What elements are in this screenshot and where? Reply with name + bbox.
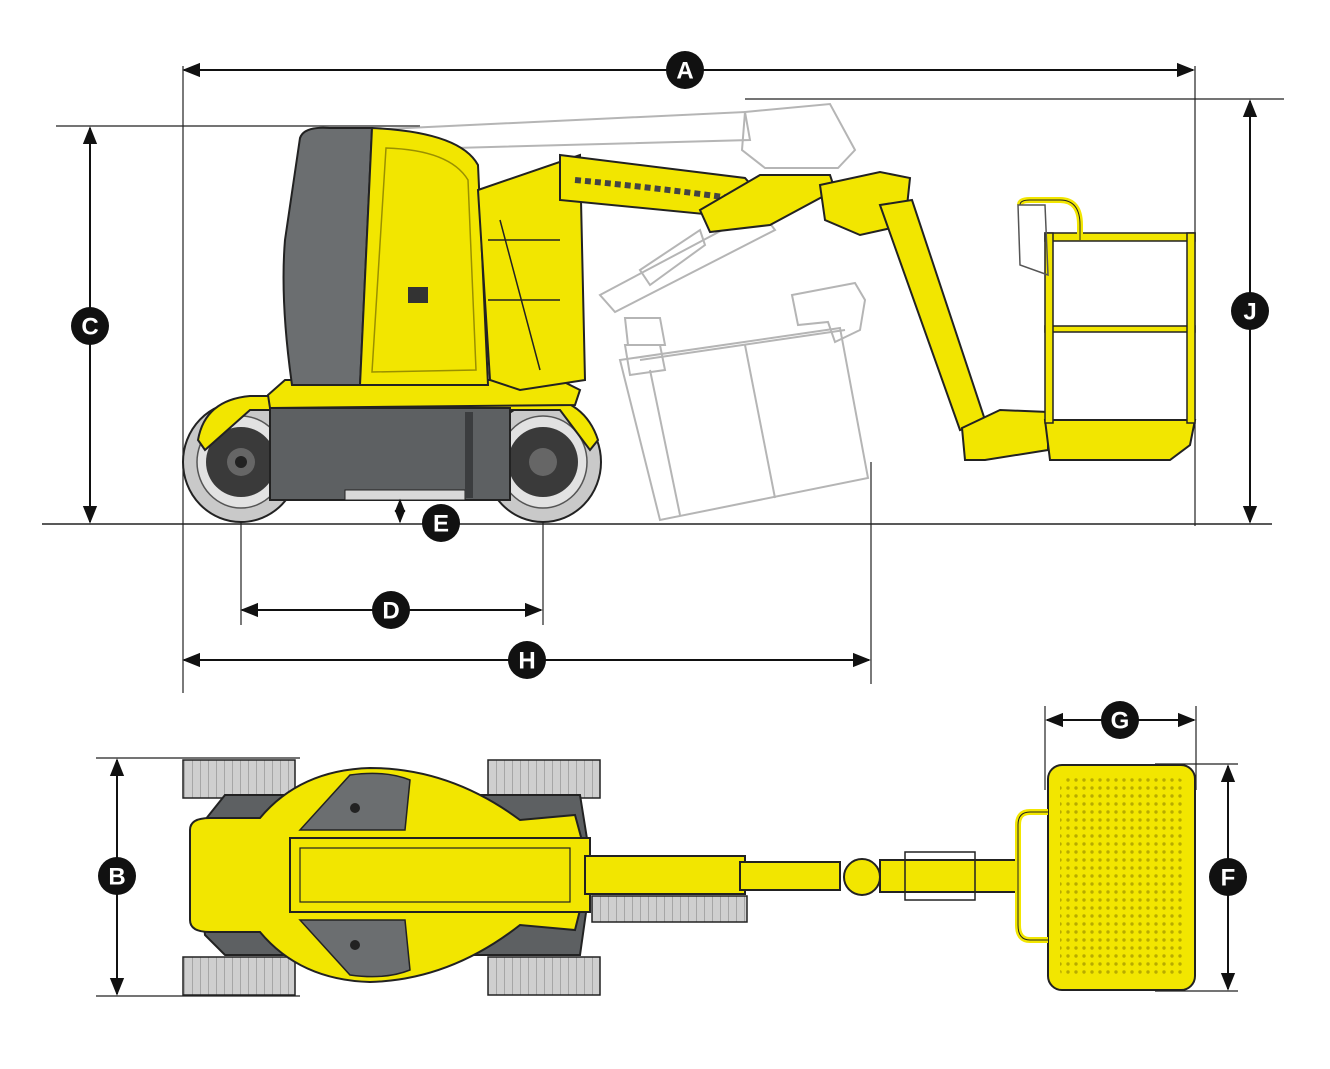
top-platform-rail (1015, 809, 1048, 943)
dim-label-D: D (372, 591, 410, 629)
dim-label-E-text: E (433, 511, 449, 538)
top-boom-mid (739, 861, 841, 891)
top-tire-rear-lower (182, 956, 296, 996)
dim-label-D-text: D (382, 598, 399, 625)
top-main-boom (289, 837, 591, 913)
dim-label-J-text: J (1243, 299, 1256, 326)
side-view (42, 62, 1284, 693)
top-bolt-icon (350, 803, 360, 813)
dim-label-A-text: A (676, 58, 693, 85)
dim-label-C: C (71, 307, 109, 345)
front-wheel (484, 401, 602, 523)
dim-label-E: E (422, 504, 460, 542)
dim-label-H-text: H (518, 648, 535, 675)
dim-label-A: A (666, 51, 704, 89)
ghost-boom-outline (363, 102, 870, 522)
top-cable-chain (591, 895, 748, 923)
dim-label-G-text: G (1111, 708, 1130, 735)
dim-label-G: G (1101, 701, 1139, 739)
dim-label-F: F (1209, 858, 1247, 896)
top-jib-rotator (904, 851, 976, 901)
dim-label-C-text: C (81, 314, 98, 341)
dim-label-J: J (1231, 292, 1269, 330)
top-boom-joint (843, 858, 881, 896)
dim-label-B: B (98, 857, 136, 895)
dim-label-F-text: F (1221, 865, 1236, 892)
top-tire-rear-upper (182, 759, 296, 799)
top-platform-grating (1060, 778, 1185, 978)
top-boom-inner (299, 847, 571, 903)
top-counterweight-upper (298, 772, 411, 831)
turntable (266, 126, 587, 410)
top-jib (879, 859, 1021, 893)
main-boom (559, 153, 837, 234)
top-boom-arm (584, 855, 746, 895)
cab-handle-icon (408, 287, 428, 303)
dim-label-B-text: B (108, 864, 125, 891)
chassis (196, 395, 600, 501)
top-view (96, 706, 1238, 997)
top-tire-front-lower (487, 956, 601, 996)
dim-label-H: H (508, 641, 546, 679)
platform-basket (1017, 197, 1197, 461)
jib-boom (818, 170, 1049, 461)
top-bolt-icon (350, 940, 360, 950)
dimension-labels: A C J E D H B G (71, 51, 1269, 896)
top-tire-front-upper (487, 759, 601, 799)
